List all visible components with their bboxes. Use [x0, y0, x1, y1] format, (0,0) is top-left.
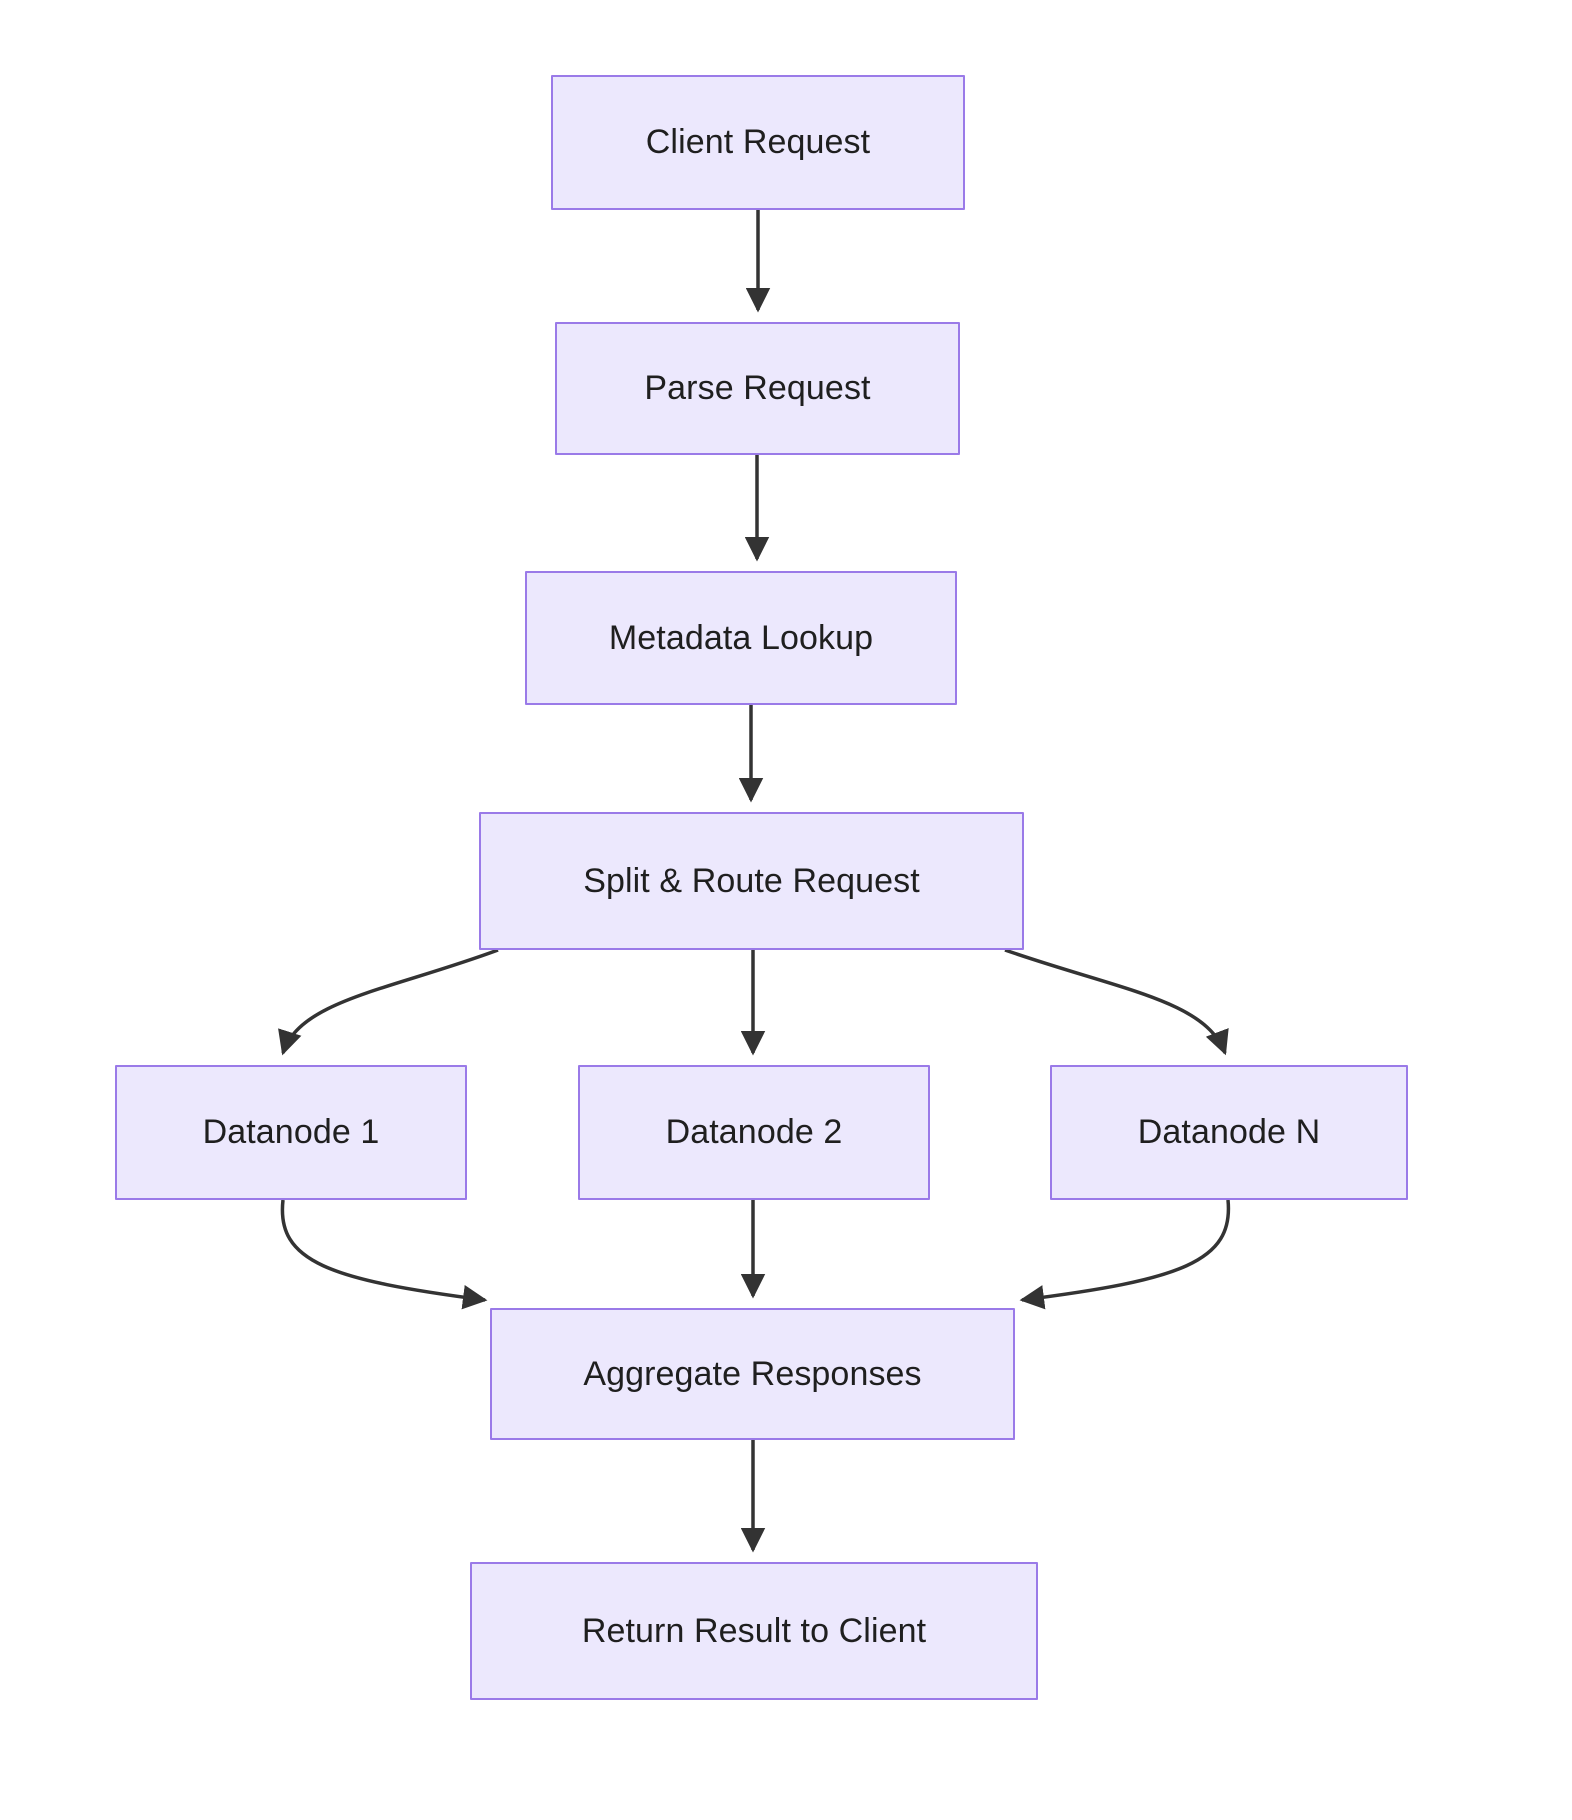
- node-datanode-1-label: Datanode 1: [202, 1113, 380, 1152]
- node-parse-request[interactable]: Parse Request: [555, 322, 960, 455]
- node-aggregate-responses-label: Aggregate Responses: [583, 1354, 922, 1393]
- node-return-result-to-client[interactable]: Return Result to Client: [470, 1562, 1038, 1700]
- node-datanode-2-label: Datanode 2: [665, 1113, 843, 1152]
- node-datanode-2[interactable]: Datanode 2: [578, 1065, 930, 1200]
- node-client-request[interactable]: Client Request: [551, 75, 965, 210]
- node-metadata-lookup[interactable]: Metadata Lookup: [525, 571, 957, 705]
- edge-split-route-request-to-datanode-1: [278, 948, 499, 1056]
- node-split-route-request-label: Split & Route Request: [583, 861, 920, 900]
- node-datanode-n-label: Datanode N: [1137, 1113, 1321, 1152]
- edge-datanode-1-to-aggregate-responses: [280, 1199, 488, 1310]
- edge-datanode-n-to-aggregate-responses: [1019, 1199, 1231, 1310]
- node-return-result-to-client-label: Return Result to Client: [581, 1611, 927, 1650]
- node-parse-request-label: Parse Request: [644, 369, 871, 408]
- node-aggregate-responses[interactable]: Aggregate Responses: [490, 1308, 1015, 1440]
- edge-split-route-request-to-datanode-n: [1004, 948, 1229, 1056]
- node-datanode-1[interactable]: Datanode 1: [115, 1065, 467, 1200]
- node-client-request-label: Client Request: [645, 123, 871, 162]
- node-split-route-request[interactable]: Split & Route Request: [479, 812, 1024, 950]
- node-datanode-n[interactable]: Datanode N: [1050, 1065, 1408, 1200]
- node-metadata-lookup-label: Metadata Lookup: [608, 618, 874, 657]
